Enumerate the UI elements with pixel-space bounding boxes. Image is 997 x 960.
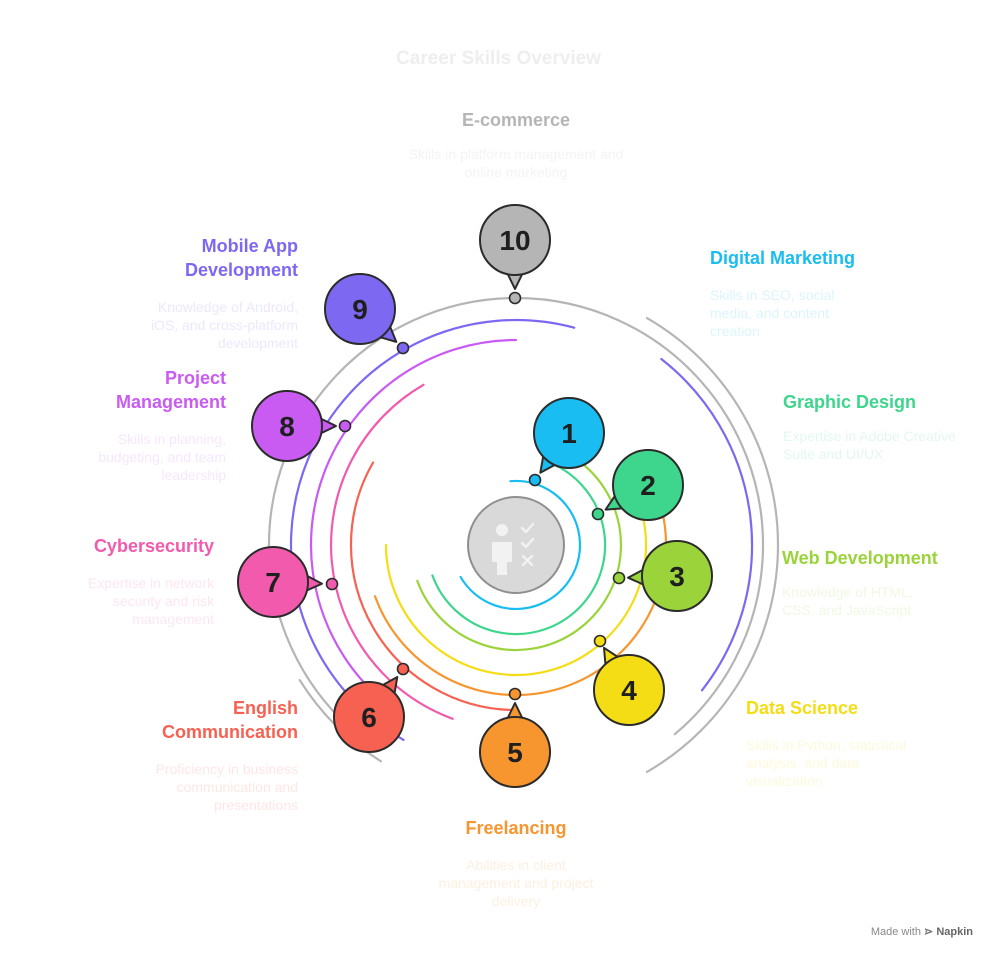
item-label-9: Mobile App Development <box>184 236 298 280</box>
item-desc-2: Expertise in Adobe Creative Suite and UI… <box>783 428 956 462</box>
ring-marker-5 <box>508 687 522 701</box>
bubble-number-8: 8 <box>279 411 295 442</box>
bubble-number-3: 3 <box>669 561 685 592</box>
item-desc-10: Skills in platform management and online… <box>408 146 624 180</box>
bubble-fill-3 <box>643 542 711 610</box>
item-desc-5: Abilities in client management and proje… <box>438 857 594 909</box>
ring-marker-1 <box>528 473 542 487</box>
item-desc-1: Skills in SEO, social media, and content… <box>710 287 835 339</box>
bubble-fill-9 <box>326 275 394 343</box>
center-icon-body <box>492 542 512 575</box>
item-label-2: Graphic Design <box>783 392 917 412</box>
bubble-number-6: 6 <box>361 702 377 733</box>
item-desc-7: Expertise in network security and risk m… <box>87 575 214 627</box>
ring-marker-9 <box>396 341 410 355</box>
bubble-fill-1 <box>535 399 603 467</box>
ring-marker-4 <box>593 634 607 648</box>
made-with-napkin: Made with ⋗ Napkin <box>870 926 973 938</box>
diagram-title: Career Skills Overview <box>396 48 601 69</box>
item-label-10: E-commerce <box>461 110 571 130</box>
orbit-ring-1 <box>459 479 582 611</box>
item-label-1: Digital Marketing <box>710 248 856 268</box>
item-desc-3: Knowledge of HTML, CSS, and JavaScript <box>782 584 913 618</box>
orbit-ring-9 <box>289 318 576 741</box>
bubble-number-9: 9 <box>352 294 368 325</box>
ring-marker-6 <box>396 662 410 676</box>
bubble-number-5: 5 <box>507 737 523 768</box>
item-desc-8: Skills in planning, budgeting, and team … <box>98 431 226 483</box>
ring-marker-10 <box>508 291 522 305</box>
outer-arc-right <box>645 317 780 773</box>
bubble-number-7: 7 <box>265 567 281 598</box>
orbit-ring-3 <box>416 463 623 652</box>
bubble-number-4: 4 <box>621 675 637 706</box>
orbit-ring-6 <box>349 461 518 712</box>
item-label-3: Web Development <box>782 548 938 568</box>
item-label-4: Data Science <box>746 698 859 718</box>
center-icon-checklist <box>520 522 535 567</box>
bubble-fill-5 <box>481 718 549 786</box>
item-label-8: Project Management <box>115 368 226 412</box>
orbit-ring-4 <box>384 478 648 677</box>
item-label-7: Cybersecurity <box>93 536 214 556</box>
bubble-fill-4 <box>595 656 663 724</box>
bubble-number-10: 10 <box>499 225 530 256</box>
orbit-ring-8 <box>309 338 518 704</box>
napkin-logo-icon: ⋗ <box>924 926 934 938</box>
center-icon-head <box>496 524 508 536</box>
item-desc-9: Knowledge of Android, iOS, and cross-pla… <box>150 299 298 351</box>
bubble-fill-7 <box>239 548 307 616</box>
bubble-number-2: 2 <box>640 470 656 501</box>
bubble-fill-8 <box>253 392 321 460</box>
bubble-number-1: 1 <box>561 418 577 449</box>
item-desc-4: Skills in Python, statistical analysis, … <box>746 737 907 789</box>
item-label-6: English Communication <box>161 698 298 742</box>
ring-marker-2 <box>591 507 605 521</box>
outer-arc-purple <box>660 357 754 692</box>
ring-marker-3 <box>612 571 626 585</box>
bubble-fill-6 <box>335 683 403 751</box>
ring-marker-8 <box>338 419 352 433</box>
orbit-ring-2 <box>431 460 607 636</box>
center-circle <box>467 496 565 594</box>
ring-marker-7 <box>325 577 339 591</box>
item-desc-6: Proficiency in business communication an… <box>155 761 298 813</box>
orbit-ring-7 <box>330 383 454 720</box>
bubble-fill-10 <box>481 206 549 274</box>
bubble-fill-2 <box>614 451 682 519</box>
item-label-5: Freelancing <box>465 818 567 838</box>
